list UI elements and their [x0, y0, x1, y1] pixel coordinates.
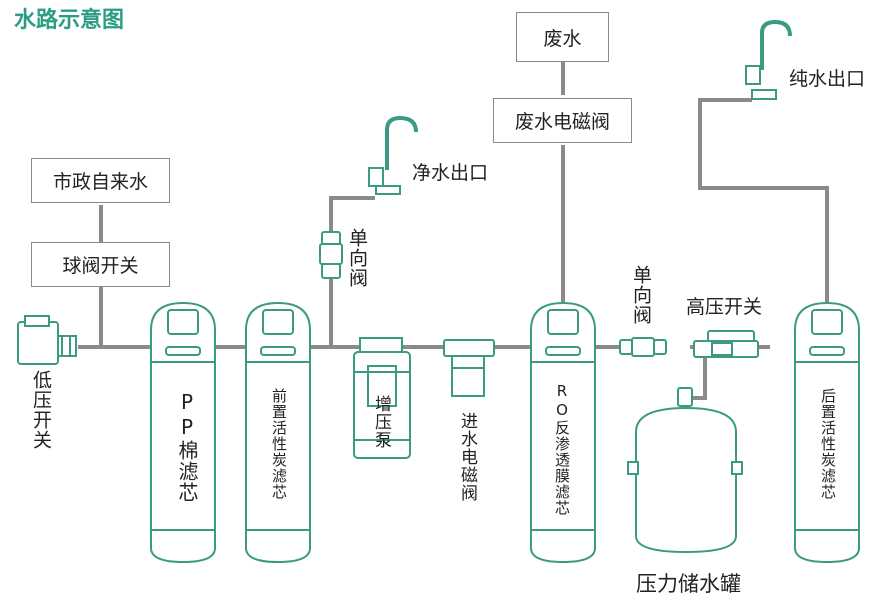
booster-pump-label: 增压泵	[371, 395, 391, 449]
filter-pp-icon	[150, 301, 216, 564]
waste-water-label: 废水	[543, 27, 582, 50]
pressure-tank-icon	[627, 387, 743, 554]
filter-pp-label: PP棉滤芯	[175, 390, 199, 503]
inlet-solenoid-icon	[443, 339, 495, 397]
filter-ro-icon	[530, 301, 596, 564]
clean-water-outlet-label: 净水出口	[412, 162, 489, 184]
city-water-label: 市政自来水	[52, 171, 148, 193]
clean-water-faucet-icon	[368, 115, 418, 195]
pressure-tank-label: 压力储水罐	[636, 572, 741, 596]
booster-pump-icon	[353, 337, 411, 459]
pure-water-faucet-icon	[745, 19, 792, 100]
city-water-box: 市政自来水	[31, 158, 170, 203]
waste-solenoid-label: 废水电磁阀	[514, 111, 610, 133]
filter-ro-label: RO反渗透膜滤芯	[553, 382, 571, 516]
filter-post-carbon-label: 后置活性炭滤芯	[819, 388, 837, 500]
waste-solenoid-box: 废水电磁阀	[493, 98, 632, 143]
waste-water-box: 废水	[516, 12, 609, 62]
ball-valve-label: 球阀开关	[62, 255, 139, 277]
low-pressure-switch-icon	[17, 315, 77, 365]
diagram-title: 水路示意图	[14, 8, 125, 33]
filter-pre-carbon-icon	[245, 301, 311, 564]
pure-outlet-pipe	[698, 98, 829, 305]
check-valve-2-label: 单向阀	[630, 265, 652, 325]
filter-pre-carbon-label: 前置活性炭滤芯	[270, 388, 288, 500]
check-valve-2-icon	[619, 337, 667, 357]
high-pressure-switch-icon	[693, 330, 759, 358]
low-pressure-switch-label: 低压开关	[30, 370, 52, 450]
high-pressure-switch-label: 高压开关	[686, 296, 763, 318]
pure-water-outlet-label: 纯水出口	[789, 68, 866, 90]
check-valve-1-icon	[319, 231, 343, 279]
filter-post-carbon-icon	[794, 301, 860, 564]
ball-valve-box: 球阀开关	[31, 242, 170, 287]
inlet-solenoid-label: 进水电磁阀	[457, 412, 477, 502]
clean-outlet-pipe	[329, 196, 375, 347]
check-valve-1-label: 单向阀	[346, 228, 368, 288]
